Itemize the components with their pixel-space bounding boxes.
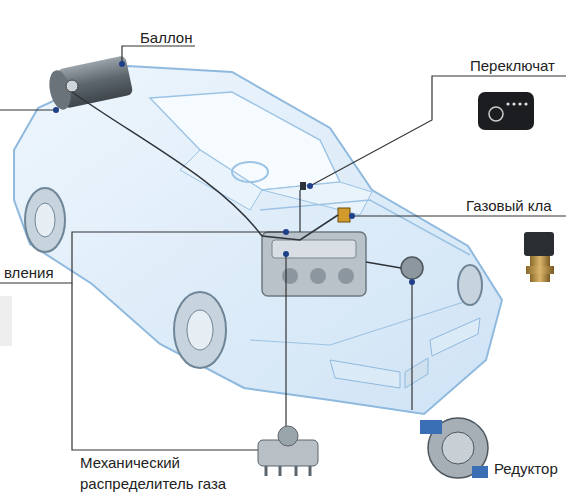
part-label: Переключат (470, 55, 555, 76)
part-label: Редуктор (494, 458, 558, 479)
part-label: Газовый кла (466, 195, 552, 216)
part-label: вления (4, 262, 54, 283)
part-label: Механический распределитель газа (80, 452, 256, 494)
part-label: Баллон (140, 27, 193, 48)
